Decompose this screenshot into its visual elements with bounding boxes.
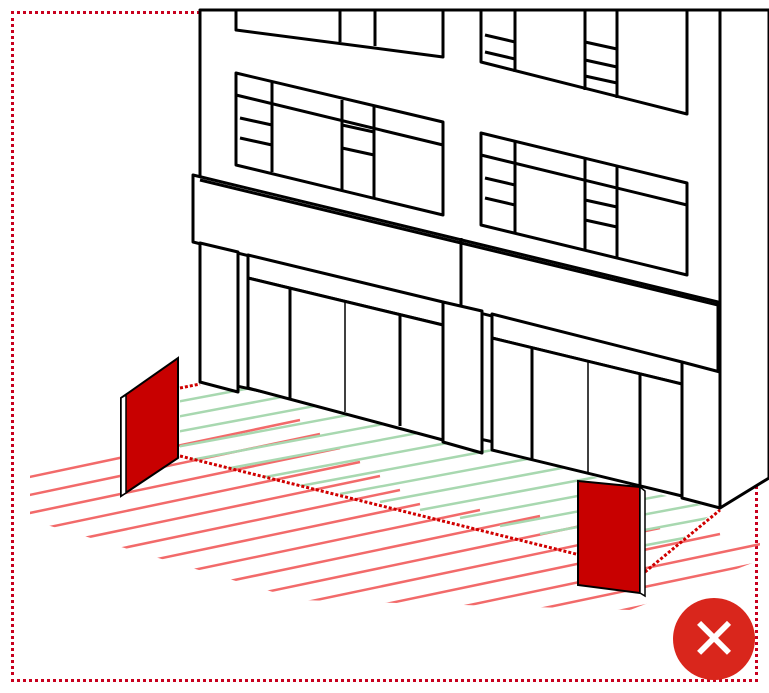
- sign-board-right: [578, 481, 645, 596]
- status-badge: ✕: [673, 598, 755, 680]
- pillar-middle: [443, 302, 482, 453]
- sign-board-left: [121, 358, 178, 496]
- pillar-right: [682, 362, 720, 508]
- close-icon: ✕: [690, 610, 739, 668]
- building: [193, 10, 769, 508]
- pillar-left: [200, 243, 238, 392]
